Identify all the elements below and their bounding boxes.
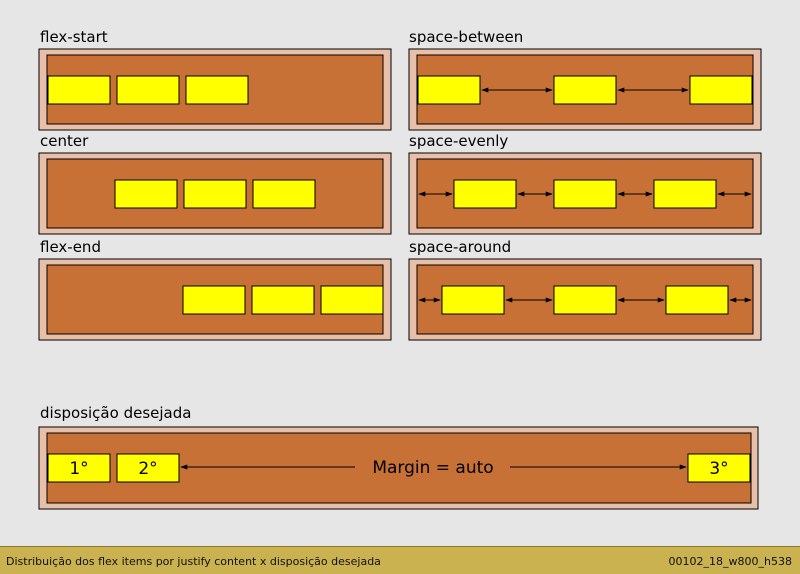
flex-justify-diagram: flex-start space-between center space-ev… (38, 28, 762, 510)
caption-text: Distribuição dos flex items por justify … (6, 555, 381, 568)
flex-item (453, 179, 517, 209)
panel-label-space-around: space-around (409, 238, 511, 256)
flex-item (653, 179, 717, 209)
panel-desired-layout: 1° 2° 3° Margin = auto (38, 426, 759, 510)
flex-item (252, 179, 316, 209)
flex-item (251, 285, 315, 315)
flex-item-3 (687, 453, 751, 483)
caption-bar: Distribuição dos flex items por justify … (0, 546, 800, 574)
flex-item (665, 285, 729, 315)
item-label-1: 1° (69, 459, 88, 479)
panel-label-center: center (40, 132, 89, 150)
flex-item (417, 75, 481, 105)
flex-item (553, 75, 617, 105)
panel-label-flex-start: flex-start (40, 28, 108, 46)
desired-layout-label: disposição desejada (40, 404, 191, 422)
flex-item (182, 285, 246, 315)
panel-flex-start (38, 48, 392, 131)
panel-label-space-between: space-between (409, 28, 523, 46)
flex-item (553, 285, 617, 315)
panel-label-flex-end: flex-end (40, 238, 101, 256)
panel-space-evenly (408, 152, 762, 235)
flex-item (116, 75, 180, 105)
flex-item (553, 179, 617, 209)
caption-id: 00102_18_w800_h538 (668, 555, 792, 568)
flex-item-2 (116, 453, 180, 483)
item-label-3: 3° (709, 459, 728, 479)
margin-auto-label: Margin = auto (372, 458, 493, 478)
flex-item (441, 285, 505, 315)
flex-item (47, 75, 111, 105)
panel-space-between (408, 48, 762, 131)
flex-item (114, 179, 178, 209)
panel-space-around (408, 258, 762, 341)
panel-center (38, 152, 392, 235)
flex-item (185, 75, 249, 105)
flex-item (689, 75, 753, 105)
flex-item (320, 285, 384, 315)
panel-label-space-evenly: space-evenly (409, 132, 508, 150)
panel-flex-end (38, 258, 392, 341)
flex-item (183, 179, 247, 209)
flex-item-1 (47, 453, 111, 483)
item-label-2: 2° (138, 459, 157, 479)
